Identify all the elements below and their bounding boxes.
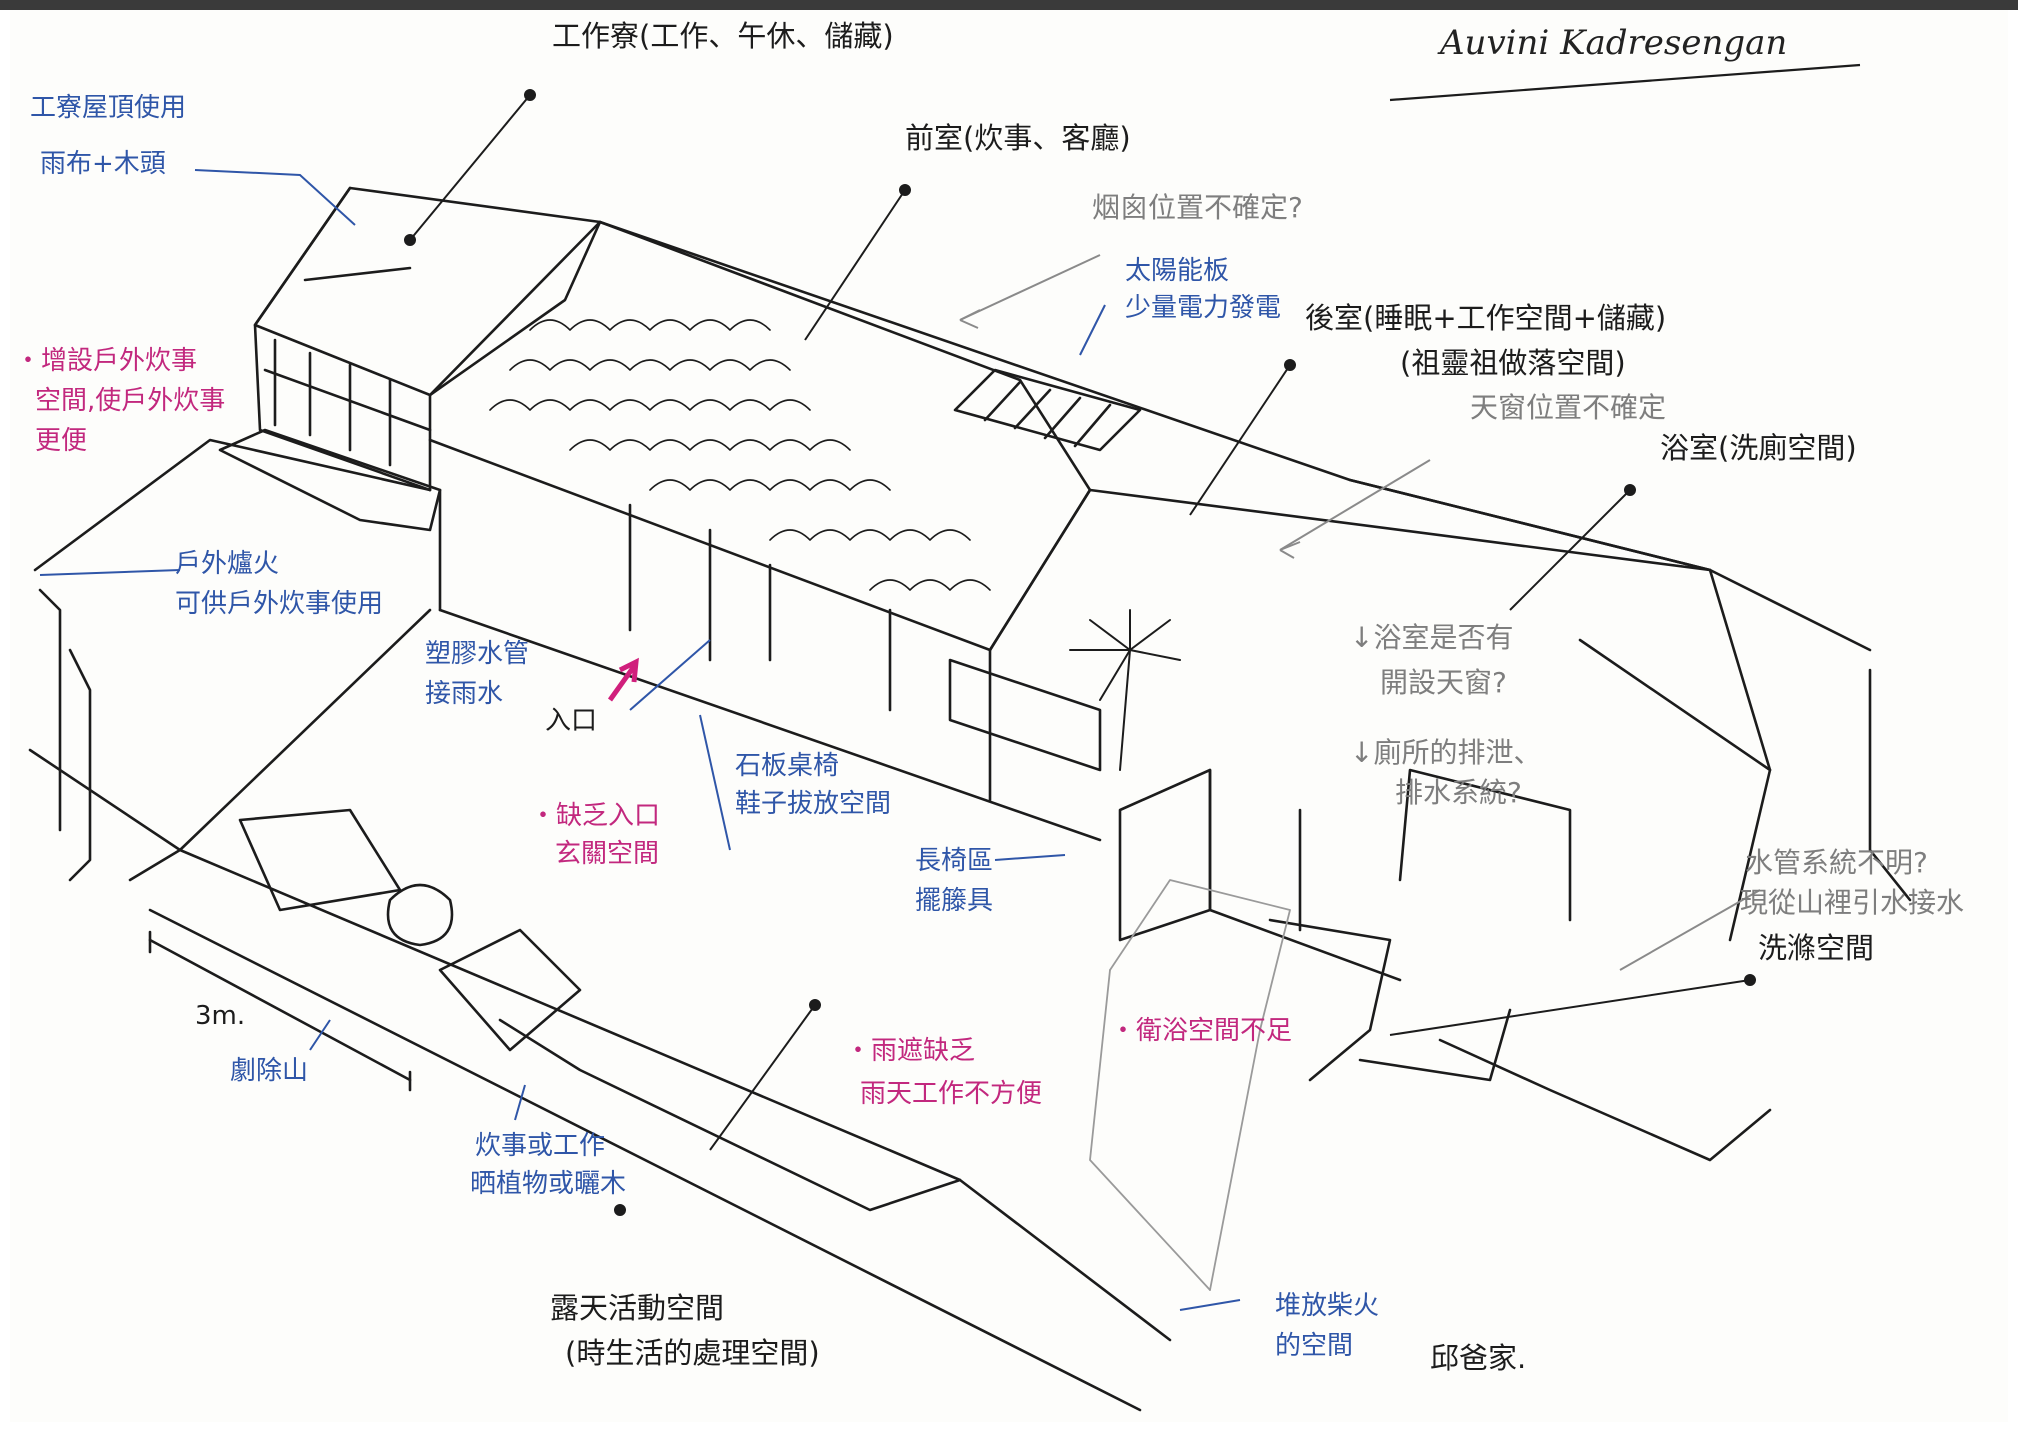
pencil-arrows (959, 254, 1761, 971)
note-no-rain-cover: ・雨遮缺乏 (845, 1036, 976, 1066)
label-solar-2: 少量電力發電 (1125, 293, 1282, 323)
roof-shingles (489, 319, 991, 591)
author-signature: Auvini Kadresengan (1440, 23, 1788, 63)
label-title: 邱爸家. (1430, 1341, 1527, 1375)
note-no-foyer-2: 玄關空間 (555, 839, 660, 869)
label-solar: 太陽能板 (1125, 256, 1230, 286)
pencil-extension (1089, 879, 1291, 1291)
top-bar (0, 0, 2018, 10)
blue-leaders (39, 169, 1241, 1311)
sketch-sheet (10, 10, 2008, 1422)
note-water: 水管系統不明? (1745, 846, 1928, 879)
label-cook-or-work: 炊事或工作 (475, 1131, 606, 1161)
signature-line (1389, 63, 1861, 102)
note-water-2: 現從山裡引水接水 (1740, 886, 1965, 919)
label-chimney: 烟囪位置不確定? (1092, 191, 1303, 224)
label-entrance: 入口 (545, 706, 598, 736)
note-outdoor-cook: ・增設戶外炊事 (15, 346, 198, 376)
label-scale: 3m. (195, 1001, 246, 1031)
label-workshop: 工作寮(工作、午休、儲藏) (552, 19, 894, 53)
label-stone-bench: 石板桌椅 (735, 751, 840, 781)
label-firewood-2: 的空間 (1275, 1331, 1354, 1361)
note-no-rain-cover-2: 雨天工作不方便 (860, 1079, 1043, 1109)
label-workshop-roof-2: 雨布+木頭 (40, 149, 166, 179)
label-theatre: 劇除山 (230, 1056, 309, 1086)
note-toilet: ↓廁所的排泄、 (1350, 736, 1542, 769)
note-outdoor-cook-3: 更便 (35, 426, 88, 456)
yard-elements (28, 438, 1912, 1412)
note-toilet-2: 排水系統? (1395, 776, 1522, 809)
label-skylight: 天窗位置不確定 (1470, 391, 1667, 424)
label-outdoor-stove: 戶外爐火 (175, 549, 280, 579)
label-wash: 洗滌空間 (1758, 931, 1875, 965)
note-no-foyer: ・缺乏入口 (530, 801, 661, 831)
note-bath-window-2: 開設天窗? (1380, 666, 1507, 699)
label-bench: 長椅區 (915, 846, 994, 876)
label-pipe-2: 接雨水 (425, 679, 504, 709)
label-back-room: 後室(睡眠+工作空間+儲藏) (1305, 301, 1667, 335)
palm-tree (1069, 609, 1181, 771)
leader-lines (404, 89, 1756, 1216)
note-outdoor-cook-2: 空間,使戶外炊事 (35, 386, 226, 416)
label-cook-or-work-2: 晒植物或曬木 (470, 1169, 627, 1199)
label-bathroom: 浴室(洗廁空間) (1660, 431, 1857, 465)
house-sketch (28, 63, 1912, 1412)
label-workshop-roof: 工寮屋頂使用 (30, 93, 187, 123)
note-no-bath-space: ・衛浴空間不足 (1110, 1016, 1293, 1046)
label-bench-2: 擺籐具 (915, 886, 994, 916)
label-courtyard: 露天活動空間 (550, 1291, 725, 1325)
workshop-building (218, 186, 602, 532)
label-front-room: 前室(炊事、客廳) (905, 121, 1131, 155)
main-house (428, 220, 1872, 982)
label-courtyard-2: (時生活的處理空間) (565, 1336, 820, 1370)
label-back-room-2: (祖靈祖做落空間) (1400, 346, 1626, 380)
entrance-arrow (607, 663, 638, 702)
note-bath-window: ↓浴室是否有 (1350, 621, 1514, 654)
label-stone-bench-2: 鞋子拔放空間 (735, 789, 892, 819)
label-pipe: 塑膠水管 (425, 639, 530, 669)
label-outdoor-stove-2: 可供戶外炊事使用 (175, 589, 384, 619)
label-firewood: 堆放柴火 (1275, 1291, 1380, 1321)
